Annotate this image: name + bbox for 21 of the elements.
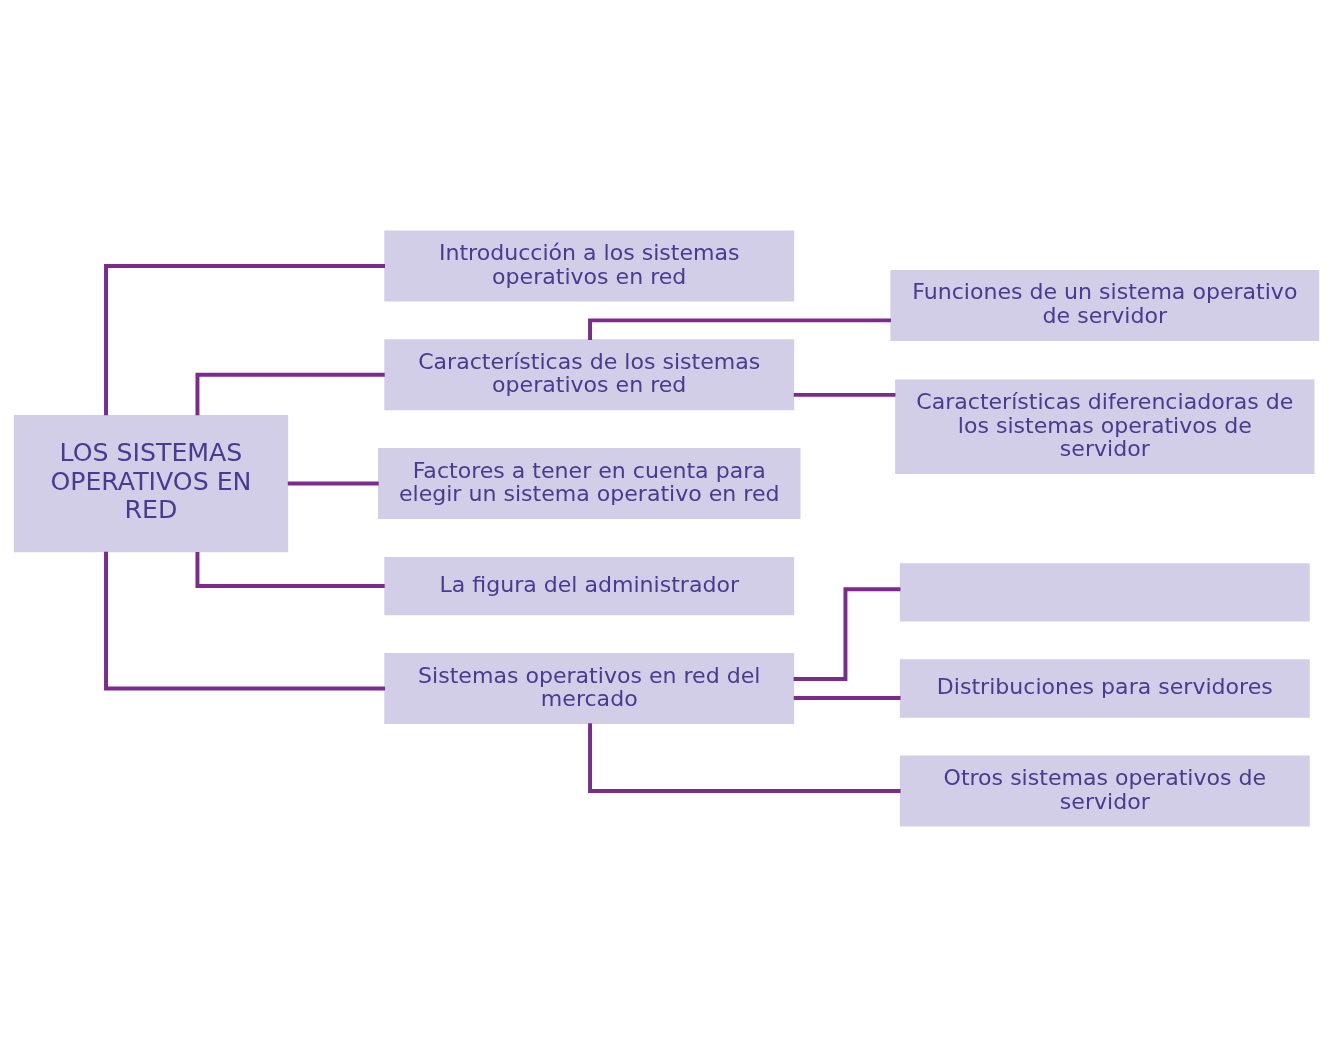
connector [793,392,896,397]
node-box: Distribuciones para servidores [899,658,1310,718]
connector [793,695,901,700]
connector [104,551,385,690]
node-box: Factores a tener en cuenta para elegir un sistema operativo en red [377,447,801,519]
node-box [899,562,1310,621]
node-box: Introducción a los sistemas operativos en red [384,230,795,301]
connector [793,586,901,681]
connector [104,263,385,415]
node-box: Otros sistemas operativos de servidor [899,755,1310,826]
node-box: Funciones de un sistema operativo de servidor [890,269,1320,341]
node-box: Características diferenciadoras de los sistemas operativos de servidor [895,379,1315,474]
connector [588,722,901,793]
node-box: La figura del administrador [384,556,795,615]
node-box: LOS SISTEMAS OPERATIVOS EN RED [13,414,289,552]
connector [195,372,385,415]
node-box: Sistemas operativos en red del mercado [384,652,795,724]
node-box: Características de los sistemas operativos en red [384,338,795,410]
connector [287,481,379,486]
connector [588,317,891,340]
connector [195,551,385,588]
